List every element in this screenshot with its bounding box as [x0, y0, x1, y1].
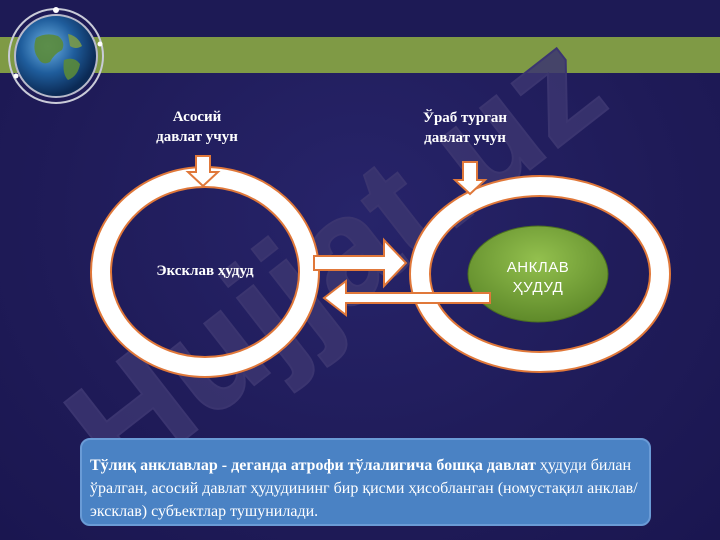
- arrow-left: [322, 278, 491, 318]
- surrounding-state-line2: давлат учун: [424, 130, 506, 146]
- main-state-line2: давлат учун: [156, 129, 238, 145]
- globe-icon: [8, 7, 104, 104]
- down-arrow-left: [185, 155, 221, 188]
- note-text: ҳудуди билан ўралган, асосий давлат ҳуду…: [90, 457, 638, 520]
- surrounding-state-line1: Ўраб турган: [422, 110, 508, 126]
- main-state-label: Асосий давлат учун: [132, 107, 262, 147]
- enclave-disc: [467, 225, 609, 323]
- top-green-bar: [0, 37, 720, 73]
- enclave-label-line2: ҲУДУД: [512, 279, 564, 296]
- main-state-line1: Асосий: [172, 109, 222, 125]
- arrow-right: [313, 237, 408, 289]
- exclave-label: Эксклав ҳудуд: [156, 263, 254, 279]
- note-bold-text: Тўлиқ анклавлар - деганда атрофи тўлалиг…: [90, 457, 536, 474]
- enclave-label: АНКЛАВ ҲУДУД: [478, 258, 598, 298]
- enclave-label-line1: АНКЛАВ: [506, 259, 570, 276]
- definition-note: Тўлиқ анклавлар - деганда атрофи тўлалиг…: [80, 438, 651, 526]
- surrounding-state-label: Ўраб турган давлат учун: [395, 108, 535, 148]
- down-arrow-right: [452, 161, 488, 196]
- top-dark-band: [0, 0, 720, 37]
